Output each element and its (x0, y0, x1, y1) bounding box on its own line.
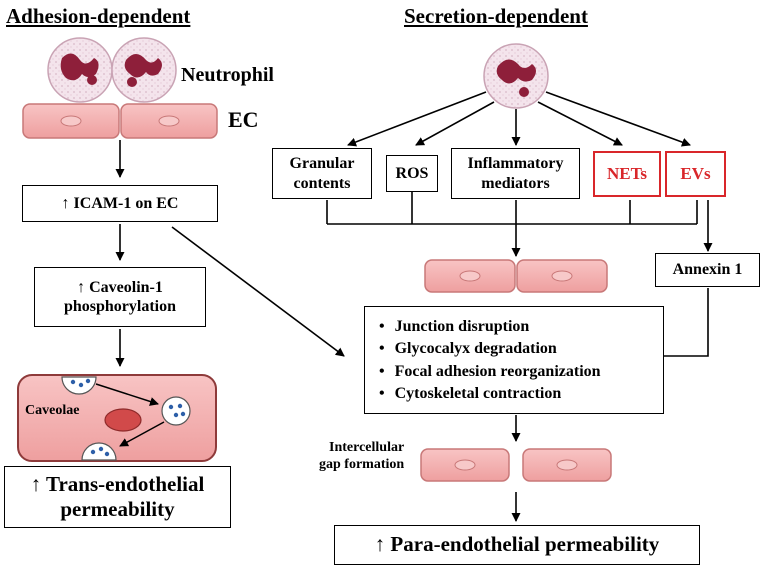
box-inflammatory-mediators: Inflammatory mediators (451, 148, 580, 199)
effect-item: Junction disruption (379, 317, 601, 336)
caveola-vesicle-2 (161, 396, 191, 426)
box-annexin-1: Annexin 1 (655, 253, 760, 287)
box-para-endothelial-permeability: ↑ Para-endothelial permeability (334, 525, 700, 565)
effect-item: Cytoskeletal contraction (379, 384, 601, 403)
arrow-to-nets (537, 101, 623, 146)
ec-cell-right-1 (424, 259, 516, 293)
effect-item: Glycocalyx degradation (379, 339, 601, 358)
box-evs: EVs (665, 151, 726, 197)
label-intercellular-gap-formation: Intercellular gap formation (319, 440, 405, 472)
label-neutrophil: Neutrophil (181, 64, 274, 86)
label-caveolae: Caveolae (25, 403, 80, 418)
box-trans-endothelial-permeability: ↑ Trans-endothelial permeability (4, 466, 231, 528)
effect-item: Focal adhesion reorganization (379, 362, 601, 381)
heading-adhesion-dependent: Adhesion-dependent (6, 4, 191, 28)
ec-cell-left-2 (120, 103, 218, 139)
box-granular-contents: Granular contents (272, 148, 372, 199)
neutrophil-right (483, 43, 549, 109)
box-endothelial-effects: Junction disruption Glycocalyx degradati… (364, 306, 664, 414)
neutrophil-left-2 (111, 37, 177, 103)
arrow-to-ros (415, 101, 495, 146)
box-caveolin-1-phosphorylation: ↑ Caveolin-1 phosphorylation (34, 267, 206, 327)
arrow-to-granular (347, 91, 487, 147)
arrow-icam-to-effects (171, 226, 345, 357)
caveolae-cell (17, 374, 217, 462)
ec-cell-gap-2 (522, 448, 612, 482)
box-ros: ROS (386, 155, 438, 192)
annexin-inhibition-line (656, 288, 709, 357)
mediator-bracket (326, 192, 698, 225)
heading-secretion-dependent: Secretion-dependent (404, 4, 588, 28)
ec-cell-right-2 (516, 259, 608, 293)
label-ec: EC (228, 107, 259, 132)
arrow-to-evs (545, 91, 691, 147)
neutrophil-left-1 (47, 37, 113, 103)
ec-cell-gap-1 (420, 448, 510, 482)
box-nets: NETs (593, 151, 661, 197)
box-icam-1-on-ec: ↑ ICAM-1 on EC (22, 185, 218, 222)
ec-cell-left-1 (22, 103, 120, 139)
effects-list: Junction disruption Glycocalyx degradati… (379, 314, 601, 406)
